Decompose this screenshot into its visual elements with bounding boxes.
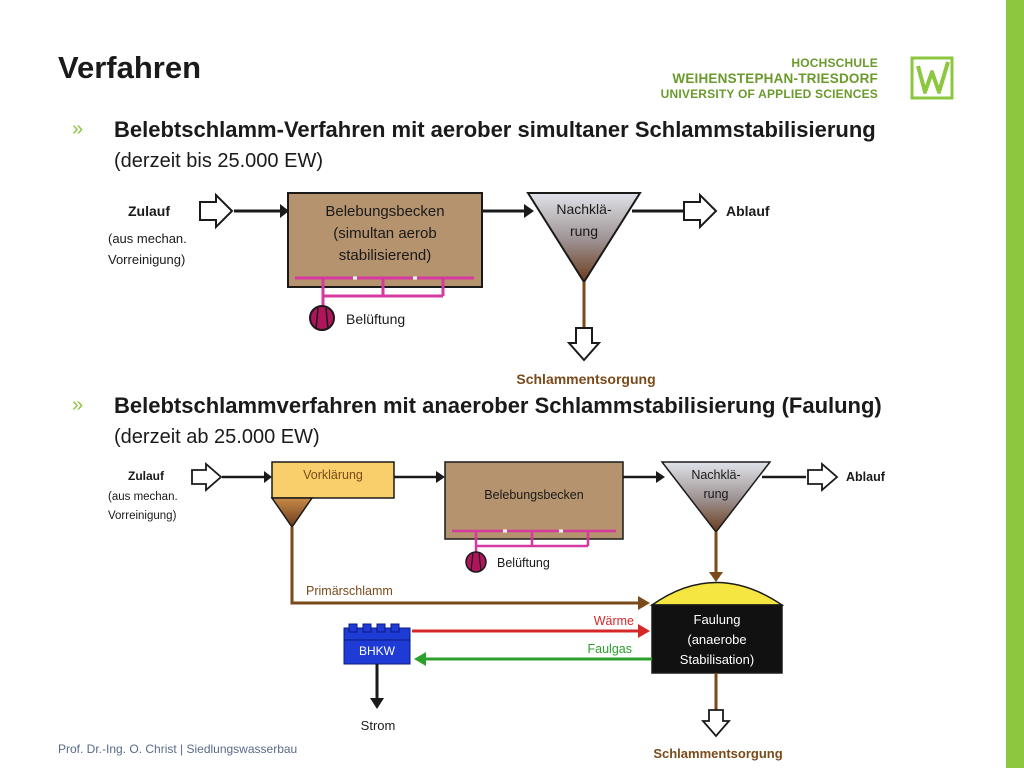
logo-line-3: UNIVERSITY OF APPLIED SCIENCES bbox=[660, 87, 878, 101]
basin-label-2: (simultan aerob bbox=[333, 225, 436, 242]
bullet-sub-2: (derzeit ab 25.000 EW) bbox=[114, 426, 320, 448]
outflow-arrow-icon bbox=[807, 462, 839, 492]
primary-sludge-label: Primärschlamm bbox=[306, 584, 393, 598]
aeration-grid bbox=[295, 276, 474, 306]
inflow-note-1: (aus mechan. bbox=[108, 491, 178, 503]
inflow-note-1: (aus mechan. bbox=[108, 231, 187, 246]
heat-label: Wärme bbox=[594, 614, 634, 628]
outflow-label: Ablauf bbox=[846, 470, 886, 484]
secondary-clarifier bbox=[660, 461, 772, 534]
bullet-text-1: Belebtschlamm-Verfahren mit aerober simu… bbox=[114, 117, 876, 142]
digester-label-1: Faulung bbox=[694, 612, 741, 627]
logo-line-2: WEIHENSTEPHAN-TRIESDORF bbox=[672, 71, 878, 86]
activated-sludge-basin bbox=[444, 461, 624, 540]
sludge-disposal-label: Schlammentsorgung bbox=[653, 746, 782, 761]
inflow-arrow-icon bbox=[199, 192, 234, 230]
inflow-label: Zulauf bbox=[128, 203, 170, 219]
slide-footer: Prof. Dr.-Ing. O. Christ | Siedlungswass… bbox=[58, 742, 298, 756]
outflow-arrow-icon bbox=[683, 192, 718, 230]
primary-clarifier-label: Vorklärung bbox=[303, 468, 363, 482]
gas-label: Faulgas bbox=[588, 642, 632, 656]
sludge-disposal-arrow-icon bbox=[701, 709, 731, 738]
accent-edge-bar bbox=[1006, 0, 1024, 768]
diagram-aerobic: Zulauf (aus mechan. Vorreinigung) Belebu… bbox=[108, 192, 770, 387]
aeration-label: Belüftung bbox=[497, 556, 550, 570]
diagram-anaerobic: Zulauf (aus mechan. Vorreinigung) Vorklä… bbox=[108, 461, 886, 761]
digester-label-3: Stabilisation) bbox=[680, 652, 754, 667]
clarifier-label-1: Nachklä- bbox=[556, 201, 612, 217]
bullet-sub-1: (derzeit bis 25.000 EW) bbox=[114, 150, 323, 172]
bullet-marker-1: » bbox=[72, 118, 84, 140]
clarifier-label-1: Nachklä- bbox=[691, 468, 740, 482]
chp-unit-icon bbox=[343, 623, 411, 665]
sludge-disposal-arrow-icon bbox=[566, 327, 602, 362]
bullet-text-2: Belebtschlammverfahren mit anaerober Sch… bbox=[114, 393, 882, 418]
primary-clarifier bbox=[270, 461, 395, 529]
digester-label-2: (anaerobe bbox=[687, 632, 746, 647]
inflow-note-2: Vorreinigung) bbox=[108, 510, 177, 522]
basin-label: Belebungsbecken bbox=[484, 488, 583, 502]
logo-mark-icon bbox=[910, 56, 954, 100]
clarifier-label-2: rung bbox=[703, 487, 728, 501]
clarifier-label-2: rung bbox=[570, 223, 598, 239]
bullet-marker-2: » bbox=[72, 394, 84, 416]
chp-label: BHKW bbox=[359, 644, 396, 658]
inflow-label: Zulauf bbox=[128, 469, 165, 483]
secondary-clarifier bbox=[526, 192, 642, 284]
blower-icon bbox=[309, 305, 335, 331]
slide-title: Verfahren bbox=[58, 50, 202, 85]
aeration-grid bbox=[452, 529, 616, 552]
power-label: Strom bbox=[361, 718, 396, 733]
activated-sludge-basin bbox=[287, 192, 483, 288]
basin-label-3: stabilisierend) bbox=[339, 247, 432, 264]
inflow-arrow-icon bbox=[191, 462, 223, 492]
aeration-label: Belüftung bbox=[346, 311, 405, 327]
inflow-note-2: Vorreinigung) bbox=[108, 252, 185, 267]
basin-label-1: Belebungsbecken bbox=[325, 203, 444, 220]
digester bbox=[649, 581, 785, 674]
logo-line-1: HOCHSCHULE bbox=[791, 56, 878, 70]
sludge-disposal-label: Schlammentsorgung bbox=[516, 371, 655, 387]
outflow-label: Ablauf bbox=[726, 203, 770, 219]
university-logo: HOCHSCHULE WEIHENSTEPHAN-TRIESDORF UNIVE… bbox=[661, 56, 954, 104]
blower-icon bbox=[465, 551, 487, 573]
